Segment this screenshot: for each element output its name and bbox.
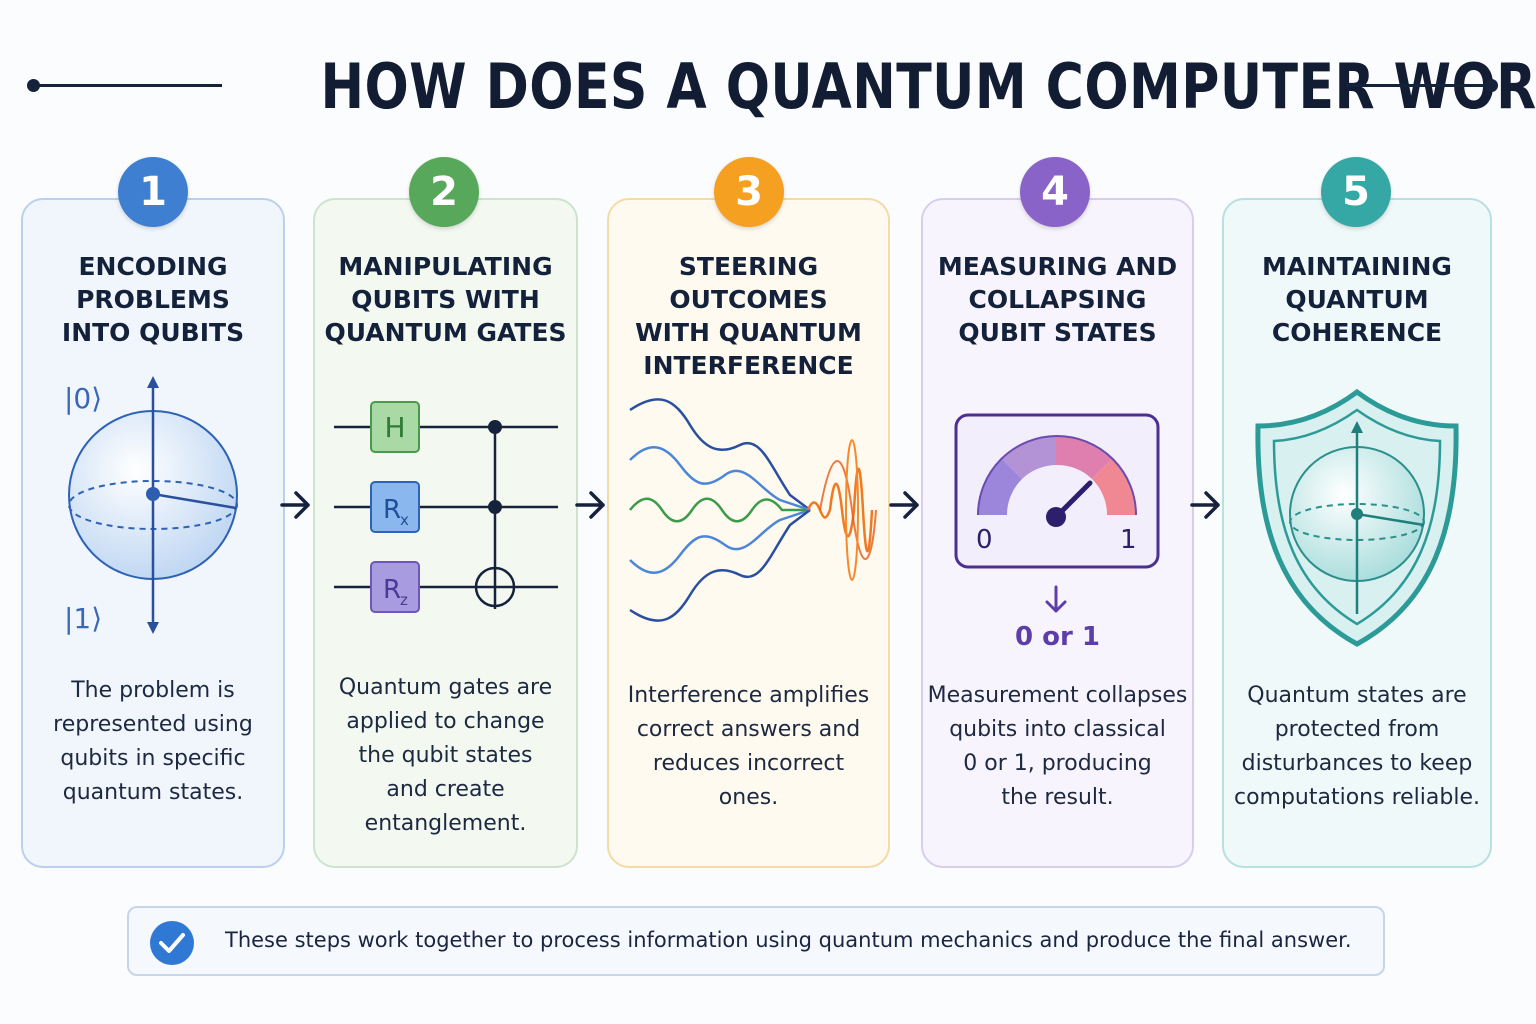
step-title-line: PROBLEMS [76,285,230,314]
step-desc-line: applied to change [346,709,545,734]
gate-label: R [383,575,401,605]
step-title-line: MEASURING AND [937,252,1178,281]
step-desc-3: Interference amplifies correct answers a… [607,679,890,815]
step-desc-line: qubits in specific [60,746,246,771]
step-desc-4: Measurement collapses qubits into classi… [921,679,1194,815]
title-rule-dot-right [1485,79,1498,92]
measurement-result: 0 or 1 [1015,622,1100,652]
title-row: HOW DOES A QUANTUM COMPUTER WORK? [0,40,1536,130]
step-title-line: COLLAPSING [968,285,1147,314]
step-desc-line: ones. [718,785,779,810]
title-rule-right [1346,84,1492,87]
ket-zero-label: |0⟩ [64,382,102,415]
step-badge-4: 4 [1020,157,1090,227]
title-rule-dot-left [27,79,40,92]
step-desc-line: quantum states. [62,780,244,805]
step-title-line: QUANTUM GATES [324,318,567,347]
summary-banner: These steps work together to process inf… [127,906,1385,976]
arrow-right-icon [1190,491,1220,519]
quantum-circuit-icon: H R x R z [334,401,558,613]
step-desc-line: protected from [1274,717,1440,742]
measurement-gauge-icon: 0 1 [954,413,1160,569]
step-desc-line: represented using [53,712,253,737]
step-title-line: MANIPULATING [338,252,553,281]
gate-rx: R x [370,481,420,533]
arrow-right-icon [889,491,919,519]
step-desc-line: 0 or 1, producing [963,751,1152,776]
step-desc-2: Quantum gates are applied to change the … [313,671,578,841]
step-title-3: STEERING OUTCOMES WITH QUANTUM INTERFERE… [607,250,890,382]
step-title-line: ENCODING [78,252,228,281]
step-card-5 [1222,198,1492,868]
step-desc-line: The problem is [71,678,235,703]
step-badge-1: 1 [118,157,188,227]
step-desc-line: Interference amplifies [627,683,870,708]
step-title-line: QUBIT STATES [958,318,1157,347]
step-title-line: QUBITS WITH [351,285,540,314]
summary-text: These steps work together to process inf… [225,928,1352,952]
gate-label: R [383,495,401,525]
gate-subscript: z [400,591,408,609]
step-desc-line: correct answers and [636,717,861,742]
gauge-min-label: 0 [976,525,993,555]
step-desc-line: Quantum gates are [338,675,553,700]
step-card-3 [607,198,890,868]
arrow-down-icon [1045,585,1067,613]
step-card-2 [313,198,578,868]
step-title-1: ENCODING PROBLEMS INTO QUBITS [21,250,285,349]
step-title-5: MAINTAINING QUANTUM COHERENCE [1222,250,1492,349]
step-title-line: MAINTAINING [1262,252,1452,281]
step-desc-line: and create [386,777,505,802]
step-desc-line: entanglement. [364,811,527,836]
page-title: HOW DOES A QUANTUM COMPUTER WORK? [320,50,1536,123]
title-rule-left [32,84,222,87]
gate-subscript: x [400,511,409,529]
step-desc-line: the qubit states [358,743,533,768]
step-badge-5: 5 [1321,157,1391,227]
step-desc-1: The problem is represented using qubits … [21,674,285,810]
step-desc-line: disturbances to keep [1241,751,1473,776]
step-desc-line: computations reliable. [1233,785,1480,810]
bloch-sphere-icon: |0⟩ |1⟩ [64,376,238,635]
gate-rz: R z [370,561,420,613]
step-title-4: MEASURING AND COLLAPSING QUBIT STATES [921,250,1194,349]
arrow-right-icon [280,491,310,519]
step-desc-line: Measurement collapses [927,683,1188,708]
step-desc-line: reduces incorrect [652,751,845,776]
step-title-line: INTERFERENCE [643,351,854,380]
arrow-right-icon [575,491,605,519]
step-desc-5: Quantum states are protected from distur… [1222,679,1492,815]
step-title-line: INTO QUBITS [61,318,245,347]
step-title-line: WITH QUANTUM [635,318,862,347]
gauge-max-label: 1 [1120,525,1137,555]
step-title-line: QUANTUM [1285,285,1429,314]
shield-icon [1255,388,1459,647]
step-title-2: MANIPULATING QUBITS WITH QUANTUM GATES [313,250,578,349]
step-title-line: STEERING OUTCOMES [669,252,828,314]
step-badge-3: 3 [714,157,784,227]
step-desc-line: qubits into classical [949,717,1166,742]
step-desc-line: Quantum states are [1247,683,1467,708]
ket-one-label: |1⟩ [64,602,102,635]
step-desc-line: the result. [1001,785,1114,810]
step-title-line: COHERENCE [1271,318,1443,347]
gate-h: H [370,401,420,453]
gate-label: H [384,411,405,444]
step-badge-2: 2 [409,157,479,227]
check-circle-icon [150,921,194,965]
interference-waves-icon [629,398,877,622]
